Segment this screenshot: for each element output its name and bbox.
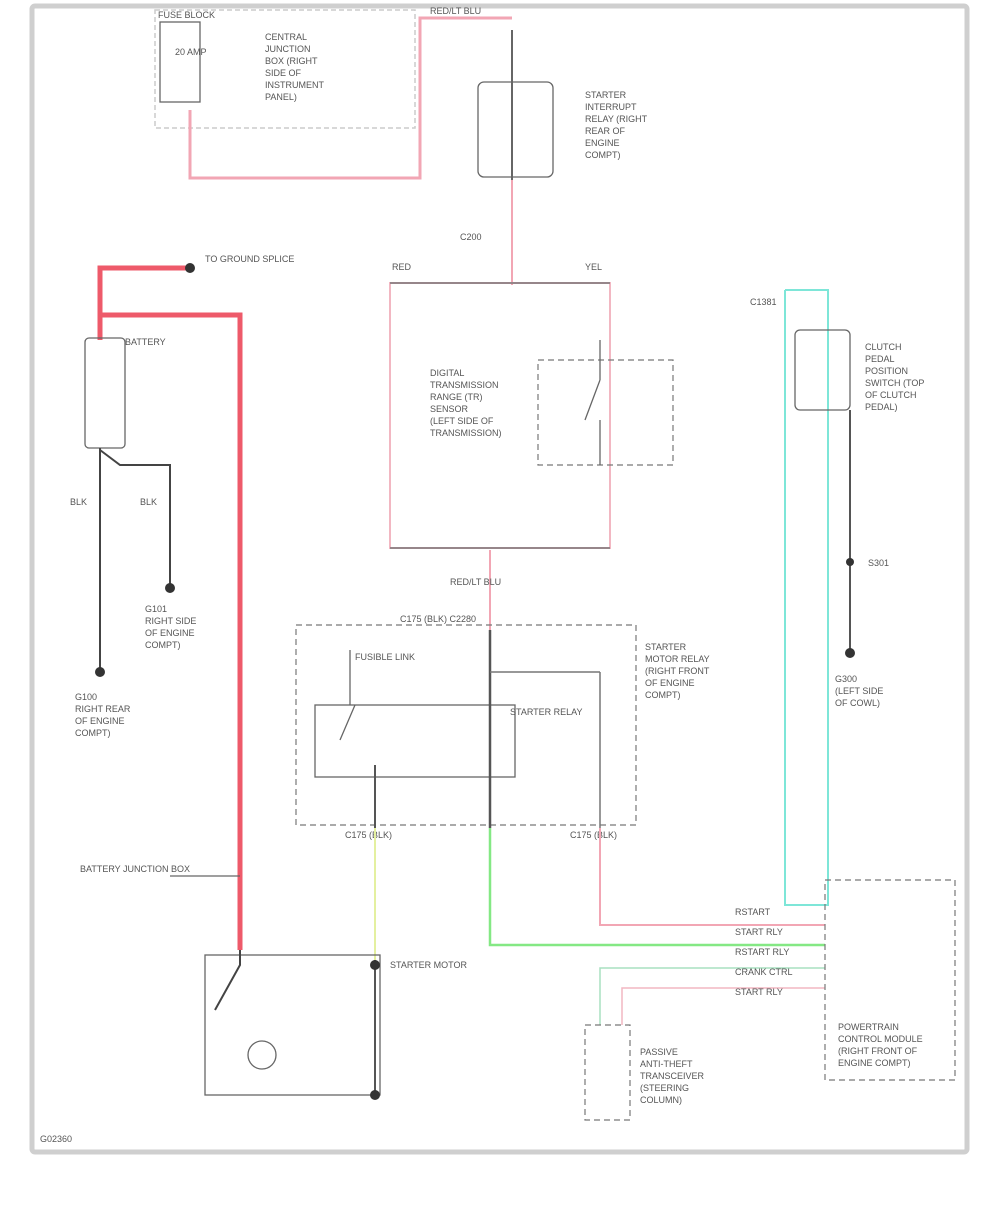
sr-desc-4: OF ENGINE <box>645 678 695 688</box>
ground-right-2: (LEFT SIDE <box>835 686 883 696</box>
starter-motor-label: STARTER MOTOR <box>390 960 468 970</box>
ground-batt-2: RIGHT SIDE <box>145 616 196 626</box>
at-desc-4: (STEERING <box>640 1083 689 1093</box>
relay-desc-6: COMPT) <box>585 150 621 160</box>
fuse-block-label: FUSE BLOCK <box>158 10 215 20</box>
pcm-pin-3: RSTART RLY <box>735 947 789 957</box>
battery-wire1: BLK <box>70 497 87 507</box>
at-desc-1: PASSIVE <box>640 1047 678 1057</box>
fuse-desc-3: BOX (RIGHT <box>265 56 318 66</box>
starter-motor-relay: C175 (BLK) C2280 FUSIBLE LINK STARTER RE… <box>295 614 710 840</box>
pcm-pin-2: START RLY <box>735 927 783 937</box>
center-wire-label: RED/LT BLU <box>450 577 501 587</box>
fuse-desc-5: INSTRUMENT <box>265 80 324 90</box>
module-left-pin: RED <box>392 262 412 272</box>
starter-motor: STARTER MOTOR <box>204 950 468 1100</box>
clutch-desc-6: PEDAL) <box>865 402 898 412</box>
fuse-desc-2: JUNCTION <box>265 44 311 54</box>
battery-wire2: BLK <box>140 497 157 507</box>
ground-left-3: OF ENGINE <box>75 716 125 726</box>
battery-label: BATTERY <box>125 337 166 347</box>
relay-desc-3: RELAY (RIGHT <box>585 114 648 124</box>
distrib-top-label: C175 (BLK) C2280 <box>400 614 476 624</box>
ground-batt-3: OF ENGINE <box>145 628 195 638</box>
relay-desc-5: ENGINE <box>585 138 620 148</box>
wire-green <box>488 828 825 947</box>
anti-theft-transceiver: PASSIVE ANTI-THEFT TRANSCEIVER (STEERING… <box>584 1024 705 1121</box>
right-splice: S301 <box>868 558 889 568</box>
at-desc-3: TRANSCEIVER <box>640 1071 705 1081</box>
ground-batt-1: G101 <box>145 604 167 614</box>
pcm-pin-4: CRANK CTRL <box>735 967 793 977</box>
clutch-desc-1: CLUTCH <box>865 342 902 352</box>
module-desc-3: RANGE (TR) <box>430 392 483 402</box>
at-desc-2: ANTI-THEFT <box>640 1059 693 1069</box>
module-desc-4: SENSOR <box>430 404 469 414</box>
wire-battery-to-starter <box>97 312 243 950</box>
ground-batt-4: COMPT) <box>145 640 181 650</box>
wire-grey-lower <box>599 967 825 1025</box>
relay-desc-4: REAR OF <box>585 126 626 136</box>
wire-fuse-to-relay <box>188 16 512 180</box>
ground-left-2: RIGHT REAR <box>75 704 131 714</box>
fuse-desc-6: PANEL) <box>265 92 297 102</box>
module-right-pin: YEL <box>585 262 602 272</box>
pcm-desc-4: ENGINE COMPT) <box>838 1058 911 1068</box>
bottom-connector-1: C175 (BLK) <box>345 830 392 840</box>
right-top-conn: C1381 <box>750 297 777 307</box>
fuse-desc-1: CENTRAL <box>265 32 307 42</box>
starter-interrupt-relay: STARTER INTERRUPT RELAY (RIGHT REAR OF E… <box>477 30 648 180</box>
pcm-desc-1: POWERTRAIN <box>838 1022 899 1032</box>
fuse-desc-4: SIDE OF <box>265 68 302 78</box>
tr-sensor-module: RED YEL DIGITAL TRANSMISSION RANGE (TR) … <box>389 262 674 549</box>
wire-label-top: RED/LT BLU <box>430 6 481 16</box>
sr-desc-2: MOTOR RELAY <box>645 654 710 664</box>
battery: BATTERY <box>84 337 166 449</box>
wire-battery-ground2 <box>99 449 171 585</box>
wire-pink-lower <box>621 987 825 1025</box>
sr-desc-5: COMPT) <box>645 690 681 700</box>
ground-right-3: OF COWL) <box>835 698 880 708</box>
clutch-pedal-switch: C1381 CLUTCH PEDAL POSITION SWITCH (TOP … <box>750 297 924 708</box>
sr-desc-1: STARTER <box>645 642 687 652</box>
fuse-block: FUSE BLOCK 20 AMP CENTRAL JUNCTION BOX (… <box>154 9 416 129</box>
module-desc-5: (LEFT SIDE OF <box>430 416 494 426</box>
wire-teal <box>784 289 829 906</box>
at-desc-5: COLUMN) <box>640 1095 682 1105</box>
module-desc-6: TRANSMISSION) <box>430 428 502 438</box>
clutch-desc-4: SWITCH (TOP <box>865 378 924 388</box>
clutch-desc-2: PEDAL <box>865 354 895 364</box>
bottom-connector-2: C175 (BLK) <box>570 830 617 840</box>
starter-relay-inner: STARTER RELAY <box>510 707 583 717</box>
fusible-link-label: FUSIBLE LINK <box>355 652 415 662</box>
relay-desc-1: STARTER <box>585 90 627 100</box>
module-desc-1: DIGITAL <box>430 368 464 378</box>
diagram-frame <box>29 3 970 1155</box>
to-ground-label: TO GROUND SPLICE <box>205 254 294 264</box>
powertrain-control-module: RSTART START RLY RSTART RLY CRANK CTRL S… <box>735 879 956 1081</box>
pcm-desc-2: CONTROL MODULE <box>838 1034 923 1044</box>
ground-right-1: G300 <box>835 674 857 684</box>
ground-left-4: COMPT) <box>75 728 111 738</box>
pcm-pin-1: RSTART <box>735 907 771 917</box>
connector-center-top: C200 <box>460 232 482 242</box>
pcm-pin-5: START RLY <box>735 987 783 997</box>
sr-desc-3: (RIGHT FRONT <box>645 666 710 676</box>
battery-junction-label: BATTERY JUNCTION BOX <box>80 864 190 874</box>
fuse-rating: 20 AMP <box>175 47 207 57</box>
wire-battery-red <box>97 265 190 340</box>
footer-code: G02360 <box>40 1134 72 1144</box>
clutch-desc-3: POSITION <box>865 366 908 376</box>
ground-left-1: G100 <box>75 692 97 702</box>
relay-desc-2: INTERRUPT <box>585 102 637 112</box>
module-desc-2: TRANSMISSION <box>430 380 499 390</box>
wire-pink-right <box>599 828 825 926</box>
pcm-desc-3: (RIGHT FRONT OF <box>838 1046 918 1056</box>
clutch-desc-5: OF CLUTCH <box>865 390 917 400</box>
